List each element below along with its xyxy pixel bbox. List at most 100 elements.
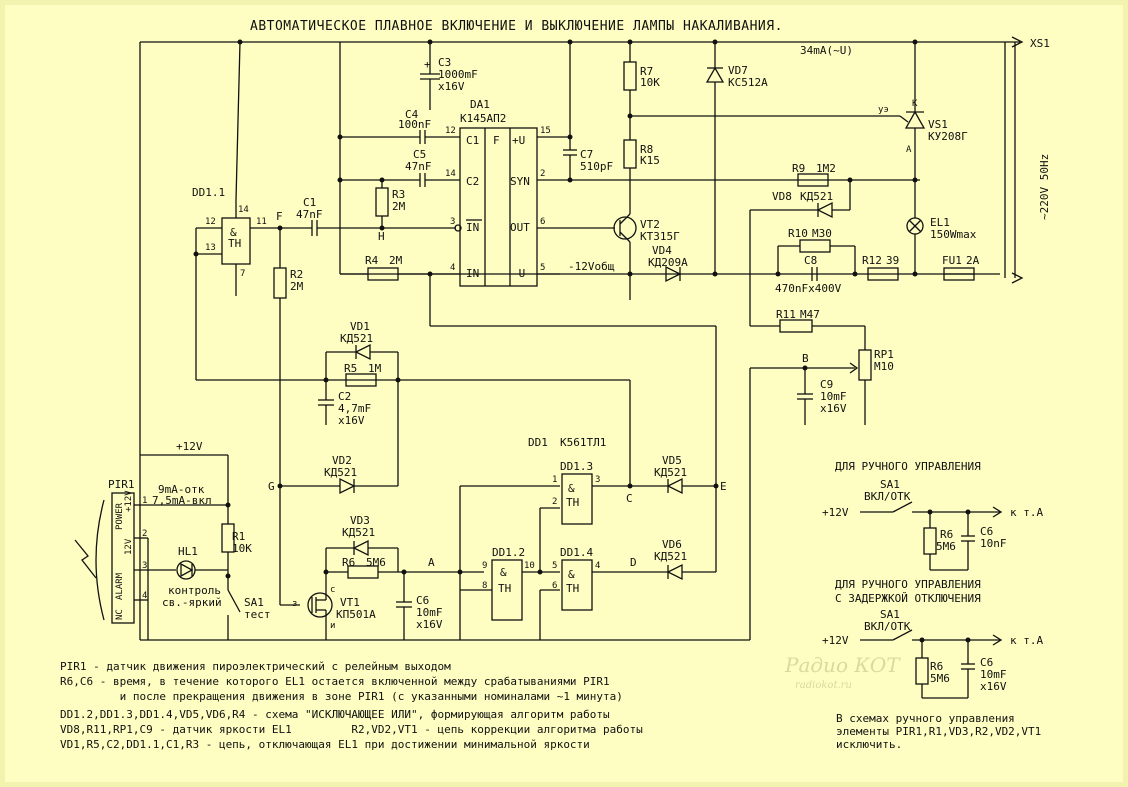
vd7-zener xyxy=(705,39,725,277)
fu1-val: 2A xyxy=(966,254,980,267)
vs1-gate-label: уэ xyxy=(878,105,889,115)
plus12-label: +12V xyxy=(176,440,203,453)
hl1-led xyxy=(176,560,228,580)
dd11-amp: & xyxy=(230,226,237,239)
r8-val: K15 xyxy=(640,154,660,167)
vd8-ref: VD8 xyxy=(772,190,792,203)
r7-r8-resistors xyxy=(623,39,900,212)
da1-pin-in-inv: IN xyxy=(466,221,479,234)
vs1-val: КУ208Г xyxy=(928,130,968,143)
pir1-nc: NC xyxy=(115,609,125,620)
dd14-n4: 4 xyxy=(595,561,600,571)
manual2-onoff: ВКЛ/ОТК xyxy=(864,620,911,633)
dd12-n10: 10 xyxy=(524,561,535,571)
manual-title-1: ДЛЯ РУЧНОГО УПРАВЛЕНИЯ xyxy=(835,460,981,473)
vd4-diode xyxy=(665,265,682,283)
vd5-val: КД521 xyxy=(654,466,687,479)
dd12-n8: 8 xyxy=(482,581,487,591)
dd14-n6: 6 xyxy=(552,581,557,591)
vd3-r6-c6 xyxy=(323,539,484,640)
da1-pin-out: OUT xyxy=(510,221,530,234)
manual-note-1: В схемах ручного управления xyxy=(836,712,1015,725)
da1-pin-syn: SYN xyxy=(510,175,530,188)
note-line-4: DD1.2,DD1.3,DD1.4,VD5,VD6,R4 - схема "ИС… xyxy=(60,708,610,721)
manual2-sa1: SA1 xyxy=(880,608,900,621)
vd4-val: КД209А xyxy=(648,256,688,269)
pir1-plus12: +12V xyxy=(124,490,134,512)
watermark-title: Радио КОТ xyxy=(784,653,901,677)
dd12-n9: 9 xyxy=(482,561,487,571)
vt1-val: КП501А xyxy=(336,608,376,621)
c1-val: 47nF xyxy=(296,208,323,221)
da1-type: К145АП2 xyxy=(460,112,506,125)
dd12-gate xyxy=(459,485,560,640)
vt2-ref: VT2 xyxy=(640,218,660,231)
manual-circuit-1 xyxy=(860,501,1003,571)
c2-val2: x16V xyxy=(338,414,365,427)
vd2-diode xyxy=(277,477,398,495)
svg-text:TH: TH xyxy=(566,582,579,595)
node-b: B xyxy=(802,352,809,365)
xs1-label: XS1 xyxy=(1030,37,1050,50)
svg-text:+: + xyxy=(424,58,431,71)
r1-val: 10K xyxy=(232,542,252,555)
r6-ref: R6 xyxy=(342,556,355,569)
rp1-val: M10 xyxy=(874,360,894,373)
vd7-ref: VD7 xyxy=(728,64,748,77)
dd11-n14: 14 xyxy=(238,205,249,215)
r3-ref: R3 xyxy=(392,188,405,201)
r2-ref: R2 xyxy=(290,268,303,281)
c8-ref: C8 xyxy=(804,254,817,267)
watermark-url: radiokot.ru xyxy=(795,680,852,691)
manual1-k-ta: к т.А xyxy=(1010,506,1043,519)
node-e: E xyxy=(720,480,727,493)
sa1-test-switch xyxy=(225,573,241,640)
manual2-c6v1: 10mF xyxy=(980,668,1007,681)
da1-pin-in: IN xyxy=(466,267,479,280)
c1-ref: C1 xyxy=(303,196,316,209)
dd11-ref: DD1.1 xyxy=(192,186,225,199)
r2-resistor xyxy=(273,228,300,606)
note-line-6: VD1,R5,C2,DD1.1,C1,R3 - цепь, отключающа… xyxy=(60,738,590,751)
fu1-ref: FU1 xyxy=(942,254,962,267)
current-label: 34mA(~U) xyxy=(800,44,853,57)
c3-val2: x16V xyxy=(438,80,465,93)
top-rail xyxy=(139,36,1024,640)
note-line-3: и после прекращения движения в зоне PIR1… xyxy=(60,690,623,703)
hl1-ref: HL1 xyxy=(178,545,198,558)
r4-val: 2M xyxy=(389,254,403,267)
r11-val: M47 xyxy=(800,308,820,321)
vs1-ref: VS1 xyxy=(928,118,948,131)
dd14-ref: DD1.4 xyxy=(560,546,593,559)
sa1-ref: SA1 xyxy=(244,596,264,609)
svg-text:TH: TH xyxy=(498,582,511,595)
c5-val: 47nF xyxy=(405,160,432,173)
r3-resistor xyxy=(375,177,389,228)
el1-val: 150Wmax xyxy=(930,228,977,241)
da1-n4: 4 xyxy=(450,263,455,273)
manual2-c6v2: x16V xyxy=(980,680,1007,693)
dd11-n11: 11 xyxy=(256,217,267,227)
vd7-val: КС512А xyxy=(728,76,768,89)
c3-ref: C3 xyxy=(438,56,451,69)
r1-ref: R1 xyxy=(232,530,245,543)
da1-pin-c1: C1 xyxy=(466,134,479,147)
node-f: F xyxy=(276,210,283,223)
r11-rp1-c9 xyxy=(749,319,872,640)
da1-chip xyxy=(459,127,538,287)
pir1-n4: 4 xyxy=(142,591,147,601)
hl1-val2: св.-яркий xyxy=(162,596,222,609)
da1-pin-plus-u: +U xyxy=(512,134,525,147)
node-c: C xyxy=(626,492,633,505)
note-line-1: PIR1 - датчик движения пироэлектрический… xyxy=(60,660,451,673)
c2-val1: 4,7mF xyxy=(338,402,371,415)
plus12-wiring xyxy=(140,454,235,576)
r9-val: 1M2 xyxy=(816,162,836,175)
c9-ref: C9 xyxy=(820,378,833,391)
vd5-vd6 xyxy=(666,477,719,581)
r10-ref: R10 xyxy=(788,227,808,240)
pir1-alarm: ALARM xyxy=(115,572,125,600)
dd13-gate xyxy=(561,473,668,525)
mains-label: ~220V 50Hz xyxy=(1038,154,1051,220)
r7-ref: R7 xyxy=(640,65,653,78)
